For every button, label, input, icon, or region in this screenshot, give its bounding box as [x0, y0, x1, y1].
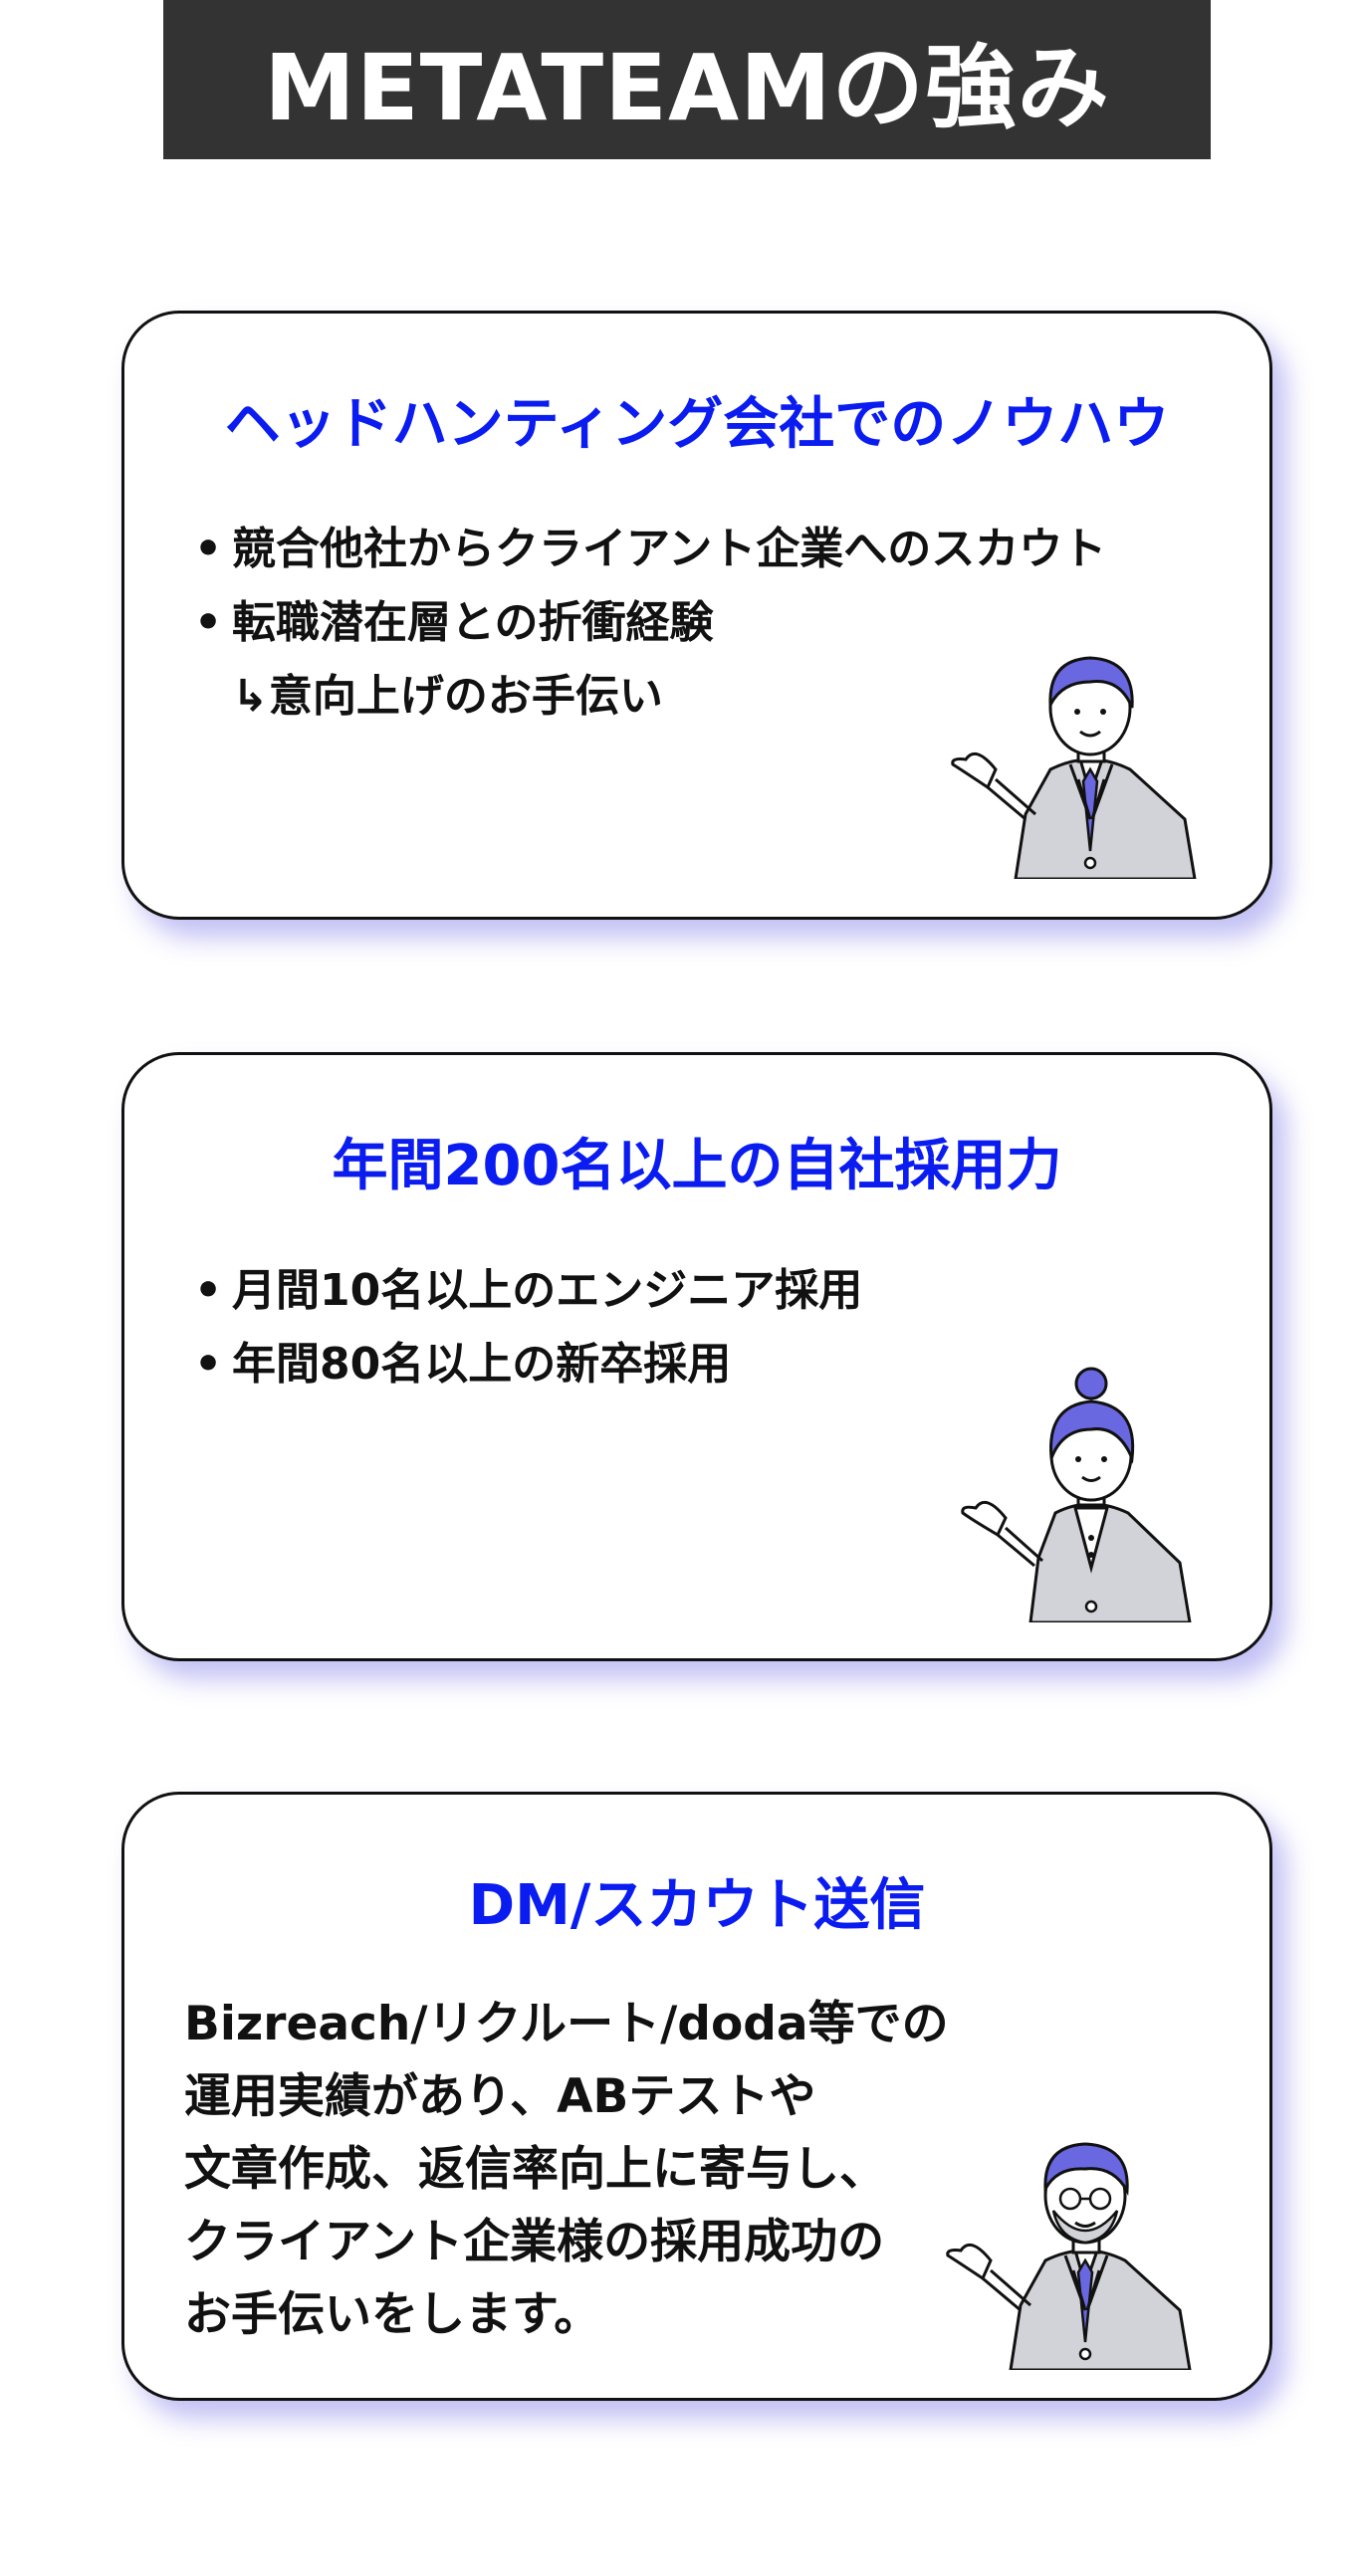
- bullet-list: •月間10名以上のエンジニア採用 •年間80名以上の新卒採用: [194, 1254, 862, 1401]
- header-title-bar: METATEAMの強み: [163, 0, 1211, 159]
- sub-bullet-item: ↳意向上げのお手伝い: [232, 671, 663, 722]
- page-title: METATEAMの強み: [264, 34, 1110, 141]
- bullet-item: •転職潜在層との折衝経験: [194, 597, 714, 648]
- description-line: お手伝いをします。: [184, 2287, 601, 2342]
- businessman-illustration: [946, 2142, 1192, 2370]
- bullet-item: •年間80名以上の新卒採用: [194, 1339, 732, 1390]
- card-title: ヘッドハンティング会社でのノウハウ: [224, 392, 1170, 457]
- strength-card-headhunting: ヘッドハンティング会社でのノウハウ •競合他社からクライアント企業へのスカウト …: [121, 311, 1272, 920]
- card-title: DM/スカウト送信: [468, 1873, 926, 1938]
- description-line: 文章作成、返信率向上に寄与し、: [184, 2142, 886, 2197]
- businesswoman-illustration: [961, 1367, 1192, 1622]
- card-description: Bizreach/リクルート/doda等での 運用実績があり、ABテストや 文章…: [184, 1988, 949, 2351]
- description-line: Bizreach/リクルート/doda等での: [184, 1997, 949, 2051]
- strength-card-inhouse-hiring: 年間200名以上の自社採用力 •月間10名以上のエンジニア採用 •年間80名以上…: [121, 1052, 1272, 1661]
- description-line: 運用実績があり、ABテストや: [184, 2069, 816, 2124]
- businessman-illustration: [951, 656, 1197, 879]
- description-line: クライアント企業様の採用成功の: [184, 2215, 885, 2269]
- bullet-item: •月間10名以上のエンジニア採用: [194, 1265, 863, 1316]
- bullet-item: •競合他社からクライアント企業へのスカウト: [194, 524, 1107, 574]
- bullet-list: •競合他社からクライアント企業へのスカウト •転職潜在層との折衝経験 ↳意向上げ…: [194, 513, 1106, 734]
- card-title: 年間200名以上の自社採用力: [332, 1134, 1062, 1198]
- strength-card-dm-scout: DM/スカウト送信 Bizreach/リクルート/doda等での 運用実績があり…: [121, 1792, 1272, 2401]
